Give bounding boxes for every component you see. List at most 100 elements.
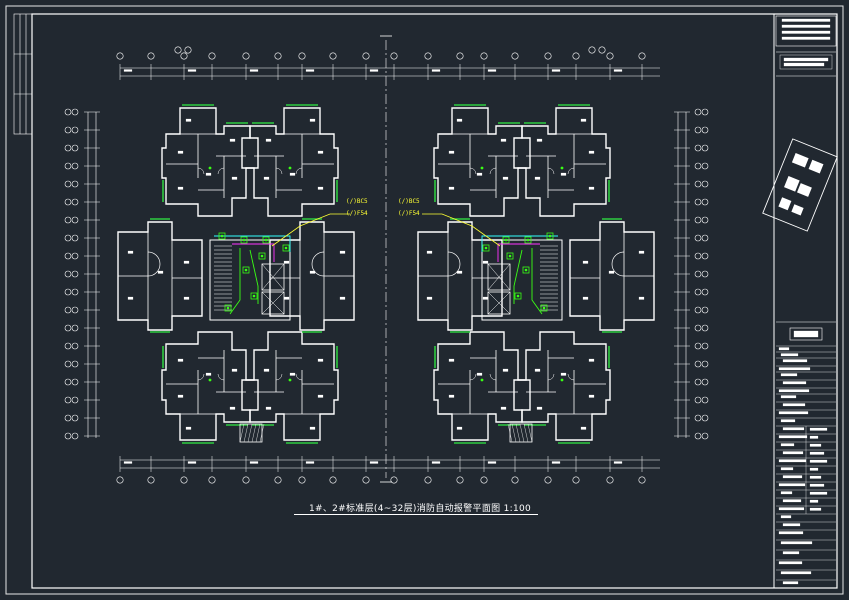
room-label <box>229 406 236 410</box>
axis-bubble-bottom <box>329 476 337 484</box>
title-block-row-text <box>809 427 828 431</box>
axis-bubble-top-extra <box>184 46 192 54</box>
axis-bubble-top <box>480 52 488 60</box>
axis-bubble-right <box>694 306 702 314</box>
dim-text-top <box>123 69 133 72</box>
title-block-row-text <box>809 451 825 455</box>
room-label <box>448 186 455 190</box>
alarm-wire-green <box>513 249 523 304</box>
title-block-seal-fill <box>793 330 819 338</box>
room-label <box>185 118 192 122</box>
dim-text-bottom <box>187 461 197 464</box>
axis-bubble-top <box>208 52 216 60</box>
axis-bubble-top <box>362 52 370 60</box>
smoke-detector-icon <box>224 304 232 312</box>
door-swing <box>567 167 575 175</box>
room-label <box>534 176 541 180</box>
smoke-detector-icon <box>250 292 258 300</box>
room-label <box>177 394 184 398</box>
room-label <box>448 150 455 154</box>
entrance-hatch <box>243 423 249 443</box>
axis-bubble-left <box>64 360 72 368</box>
axis-bubble-top <box>274 52 282 60</box>
axis-bubble-bottom <box>147 476 155 484</box>
smoke-detector-icon <box>288 378 292 382</box>
room-label <box>317 150 324 154</box>
axis-bubble-left <box>64 162 72 170</box>
title-block-row-text <box>809 435 819 439</box>
title-block-row-text <box>782 523 801 527</box>
axis-bubble-right <box>694 432 702 440</box>
room-label <box>534 368 541 372</box>
unit-outline <box>513 331 611 441</box>
axis-bubble-right <box>694 324 702 332</box>
title-block-row-text <box>778 435 808 439</box>
smoke-detector-icon <box>502 236 510 244</box>
axis-bubble-right <box>701 126 709 134</box>
smoke-detector-dot <box>508 254 512 258</box>
elevator-cross <box>487 263 511 291</box>
title-block-row-text <box>782 551 800 555</box>
room-label <box>608 270 615 274</box>
dim-text-bottom <box>123 461 133 464</box>
axis-bubble-right <box>701 270 709 278</box>
unit-outline <box>513 107 611 217</box>
room-label <box>339 296 346 300</box>
axis-bubble-left <box>64 396 72 404</box>
callout-left-upper: (/)BC5 <box>346 198 368 205</box>
axis-bubble-left <box>71 270 79 278</box>
axis-bubble-top <box>180 52 188 60</box>
axis-bubble-left <box>71 108 79 116</box>
smoke-detector-dot <box>516 294 520 298</box>
title-block-row-text <box>782 427 805 431</box>
axis-bubble-bottom <box>456 476 464 484</box>
title-block-logo-bar <box>781 24 831 28</box>
axis-bubble-bottom <box>544 476 552 484</box>
title-block-row-text <box>809 483 825 487</box>
smoke-detector-icon <box>560 166 564 170</box>
alarm-wire-cyan <box>214 235 291 252</box>
room-label <box>588 394 595 398</box>
room-label <box>309 426 316 430</box>
room-label <box>536 138 543 142</box>
elevator-shaft <box>261 291 285 315</box>
title-block-row-text <box>809 443 822 447</box>
axis-bubble-right <box>694 216 702 224</box>
axis-bubble-right <box>701 180 709 188</box>
axis-bubble-bottom <box>638 476 646 484</box>
axis-bubble-left <box>64 270 72 278</box>
inner-frame <box>31 13 838 589</box>
axis-bubble-left <box>71 252 79 260</box>
title-block-row-text <box>778 411 809 415</box>
axis-bubble-left <box>71 216 79 224</box>
axis-bubble-right <box>694 252 702 260</box>
axis-bubble-left <box>71 144 79 152</box>
room-label <box>283 260 290 264</box>
axis-bubble-right <box>694 234 702 242</box>
title-block-row-text <box>782 359 808 363</box>
axis-bubble-bottom <box>274 476 282 484</box>
axis-bubble-right <box>694 288 702 296</box>
door-swing <box>197 373 205 381</box>
smoke-detector-icon <box>560 378 564 382</box>
axis-bubble-right <box>701 414 709 422</box>
axis-bubble-right <box>701 216 709 224</box>
entrance-hatch <box>251 423 257 443</box>
room-label <box>183 260 190 264</box>
door-swing <box>295 373 303 381</box>
axis-bubble-right <box>694 108 702 116</box>
dim-text-top <box>613 69 623 72</box>
room-label <box>317 186 324 190</box>
title-block-row-text <box>778 561 803 565</box>
alarm-wire-green <box>249 249 259 304</box>
key-plan-icon <box>762 138 838 232</box>
title-block-row-text <box>778 459 807 463</box>
axis-bubble-right <box>694 342 702 350</box>
title-block-logo-bar <box>781 36 831 40</box>
title-block-row-text <box>780 515 792 519</box>
axis-bubble-top-extra <box>588 46 596 54</box>
axis-bubble-bottom <box>242 476 250 484</box>
title-block-row-text <box>782 451 804 455</box>
axis-bubble-left <box>64 306 72 314</box>
